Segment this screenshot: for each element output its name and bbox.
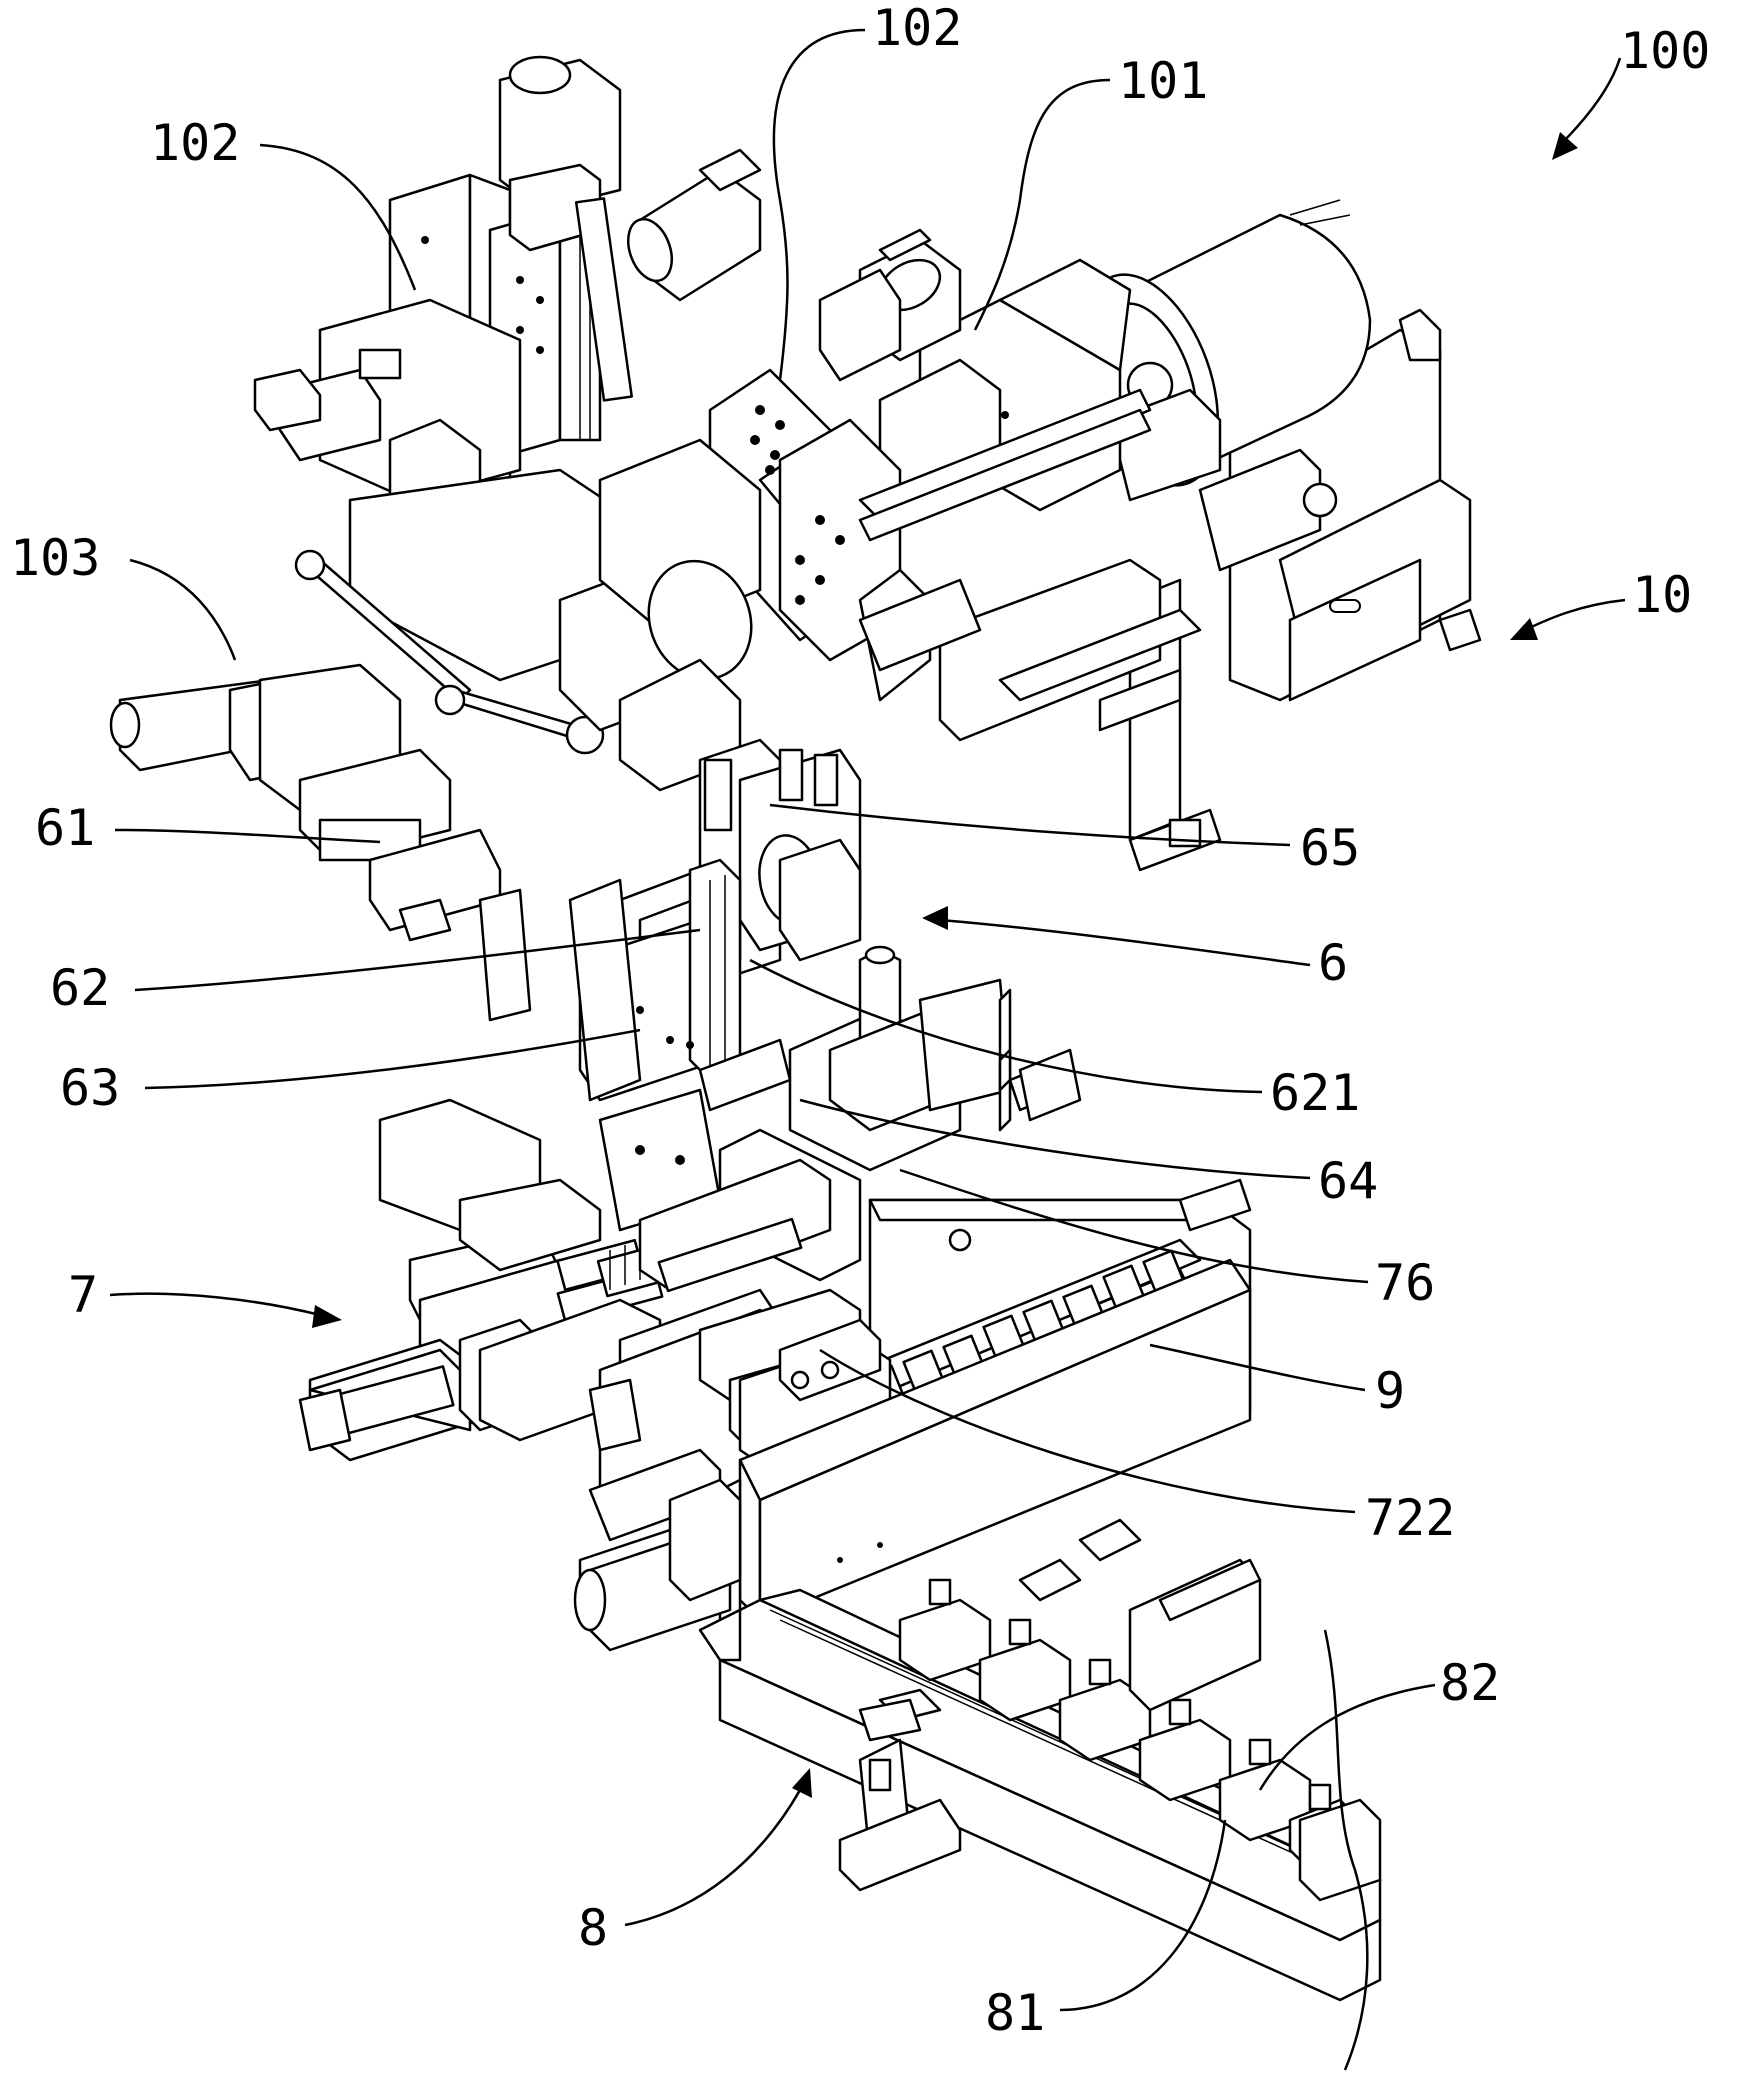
- leader-76: [899, 1168, 1369, 1284]
- label-10: 10: [1632, 566, 1692, 624]
- leader-101: [973, 78, 1111, 331]
- frame-base: [938, 308, 1482, 872]
- label-103: 103: [10, 529, 100, 587]
- slanted-arm-102: [708, 368, 1152, 702]
- leader-10: [1524, 598, 1626, 632]
- leader-621: [749, 958, 1263, 1094]
- leader-9: [1149, 1343, 1366, 1392]
- arrow-8: [792, 1768, 812, 1798]
- arrow-7: [312, 1305, 342, 1328]
- leader-7: [109, 1292, 321, 1317]
- leader-6: [939, 918, 1311, 967]
- leader-61: [114, 828, 381, 844]
- label-65: 65: [1300, 819, 1360, 877]
- leader-62: [134, 928, 701, 992]
- label-82: 82: [1440, 1654, 1500, 1712]
- leader-63: [144, 1028, 641, 1090]
- break-line: [1323, 1629, 1369, 2071]
- cylinder-103: [109, 663, 502, 942]
- rail-assembly-8: [698, 1518, 1382, 2002]
- label-102-top: 102: [872, 0, 962, 57]
- label-61: 61: [35, 799, 95, 857]
- label-102-left: 102: [150, 114, 240, 172]
- leader-64: [799, 1098, 1311, 1180]
- label-100: 100: [1620, 22, 1710, 80]
- arrow-6: [922, 906, 948, 930]
- label-722: 722: [1365, 1489, 1455, 1547]
- module-64: [698, 945, 1082, 1172]
- label-621: 621: [1270, 1064, 1360, 1122]
- leader-102-top: [772, 28, 866, 381]
- rail-stand-8: [838, 1738, 962, 1892]
- leader-103: [129, 558, 237, 661]
- module-6: [478, 738, 862, 1102]
- leader-102-left: [259, 143, 417, 291]
- label-62: 62: [50, 959, 110, 1017]
- leader-65: [769, 803, 1291, 847]
- leader-82: [1258, 1683, 1436, 1791]
- reference-numerals: 100 102 101 102 103 10 61 65 6 62 6: [10, 0, 1710, 2042]
- arrow-100: [1552, 132, 1578, 160]
- label-101: 101: [1118, 52, 1208, 110]
- label-9: 9: [1375, 1362, 1405, 1420]
- label-63: 63: [60, 1059, 120, 1117]
- arrow-10: [1510, 618, 1538, 640]
- label-6: 6: [1318, 934, 1348, 992]
- leader-722: [819, 1348, 1356, 1514]
- module-7: [298, 1088, 862, 1542]
- label-64: 64: [1318, 1152, 1378, 1210]
- bottom-actuator: [573, 1478, 742, 1652]
- leader-100: [1559, 57, 1622, 146]
- label-76: 76: [1375, 1254, 1435, 1312]
- leader-8: [624, 1789, 802, 1927]
- machine-assembly: [109, 55, 1482, 2071]
- leader-81: [1059, 1819, 1227, 2012]
- label-8: 8: [578, 1899, 608, 1957]
- label-81: 81: [985, 1984, 1045, 2042]
- label-7: 7: [68, 1266, 98, 1324]
- motor-top-center: [818, 228, 962, 382]
- belt-linkage: [253, 298, 762, 792]
